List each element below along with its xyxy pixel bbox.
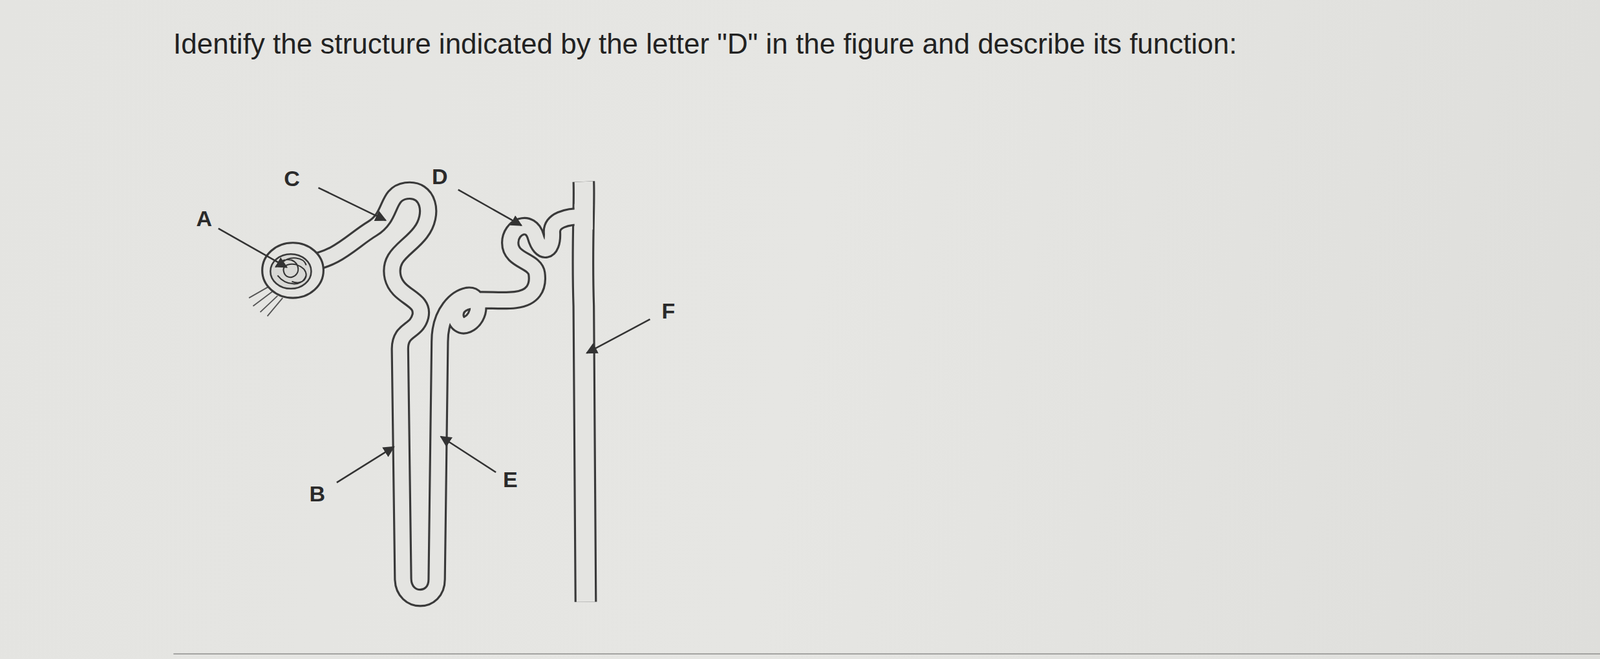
part-letter: A: [195, 207, 213, 230]
part-letter: E: [502, 468, 518, 491]
part-letter: D: [431, 165, 448, 188]
question-text: Identify the structure indicated by the …: [173, 23, 1331, 64]
part-letter: B: [309, 482, 326, 505]
part-letter: C: [283, 167, 300, 190]
rule-line: [173, 653, 1600, 655]
glomerulus: [248, 243, 324, 317]
part-letter: F: [661, 299, 675, 322]
renal-tubule: [306, 190, 584, 598]
leader-lines: [218, 188, 651, 483]
collecting-duct: [583, 181, 586, 603]
